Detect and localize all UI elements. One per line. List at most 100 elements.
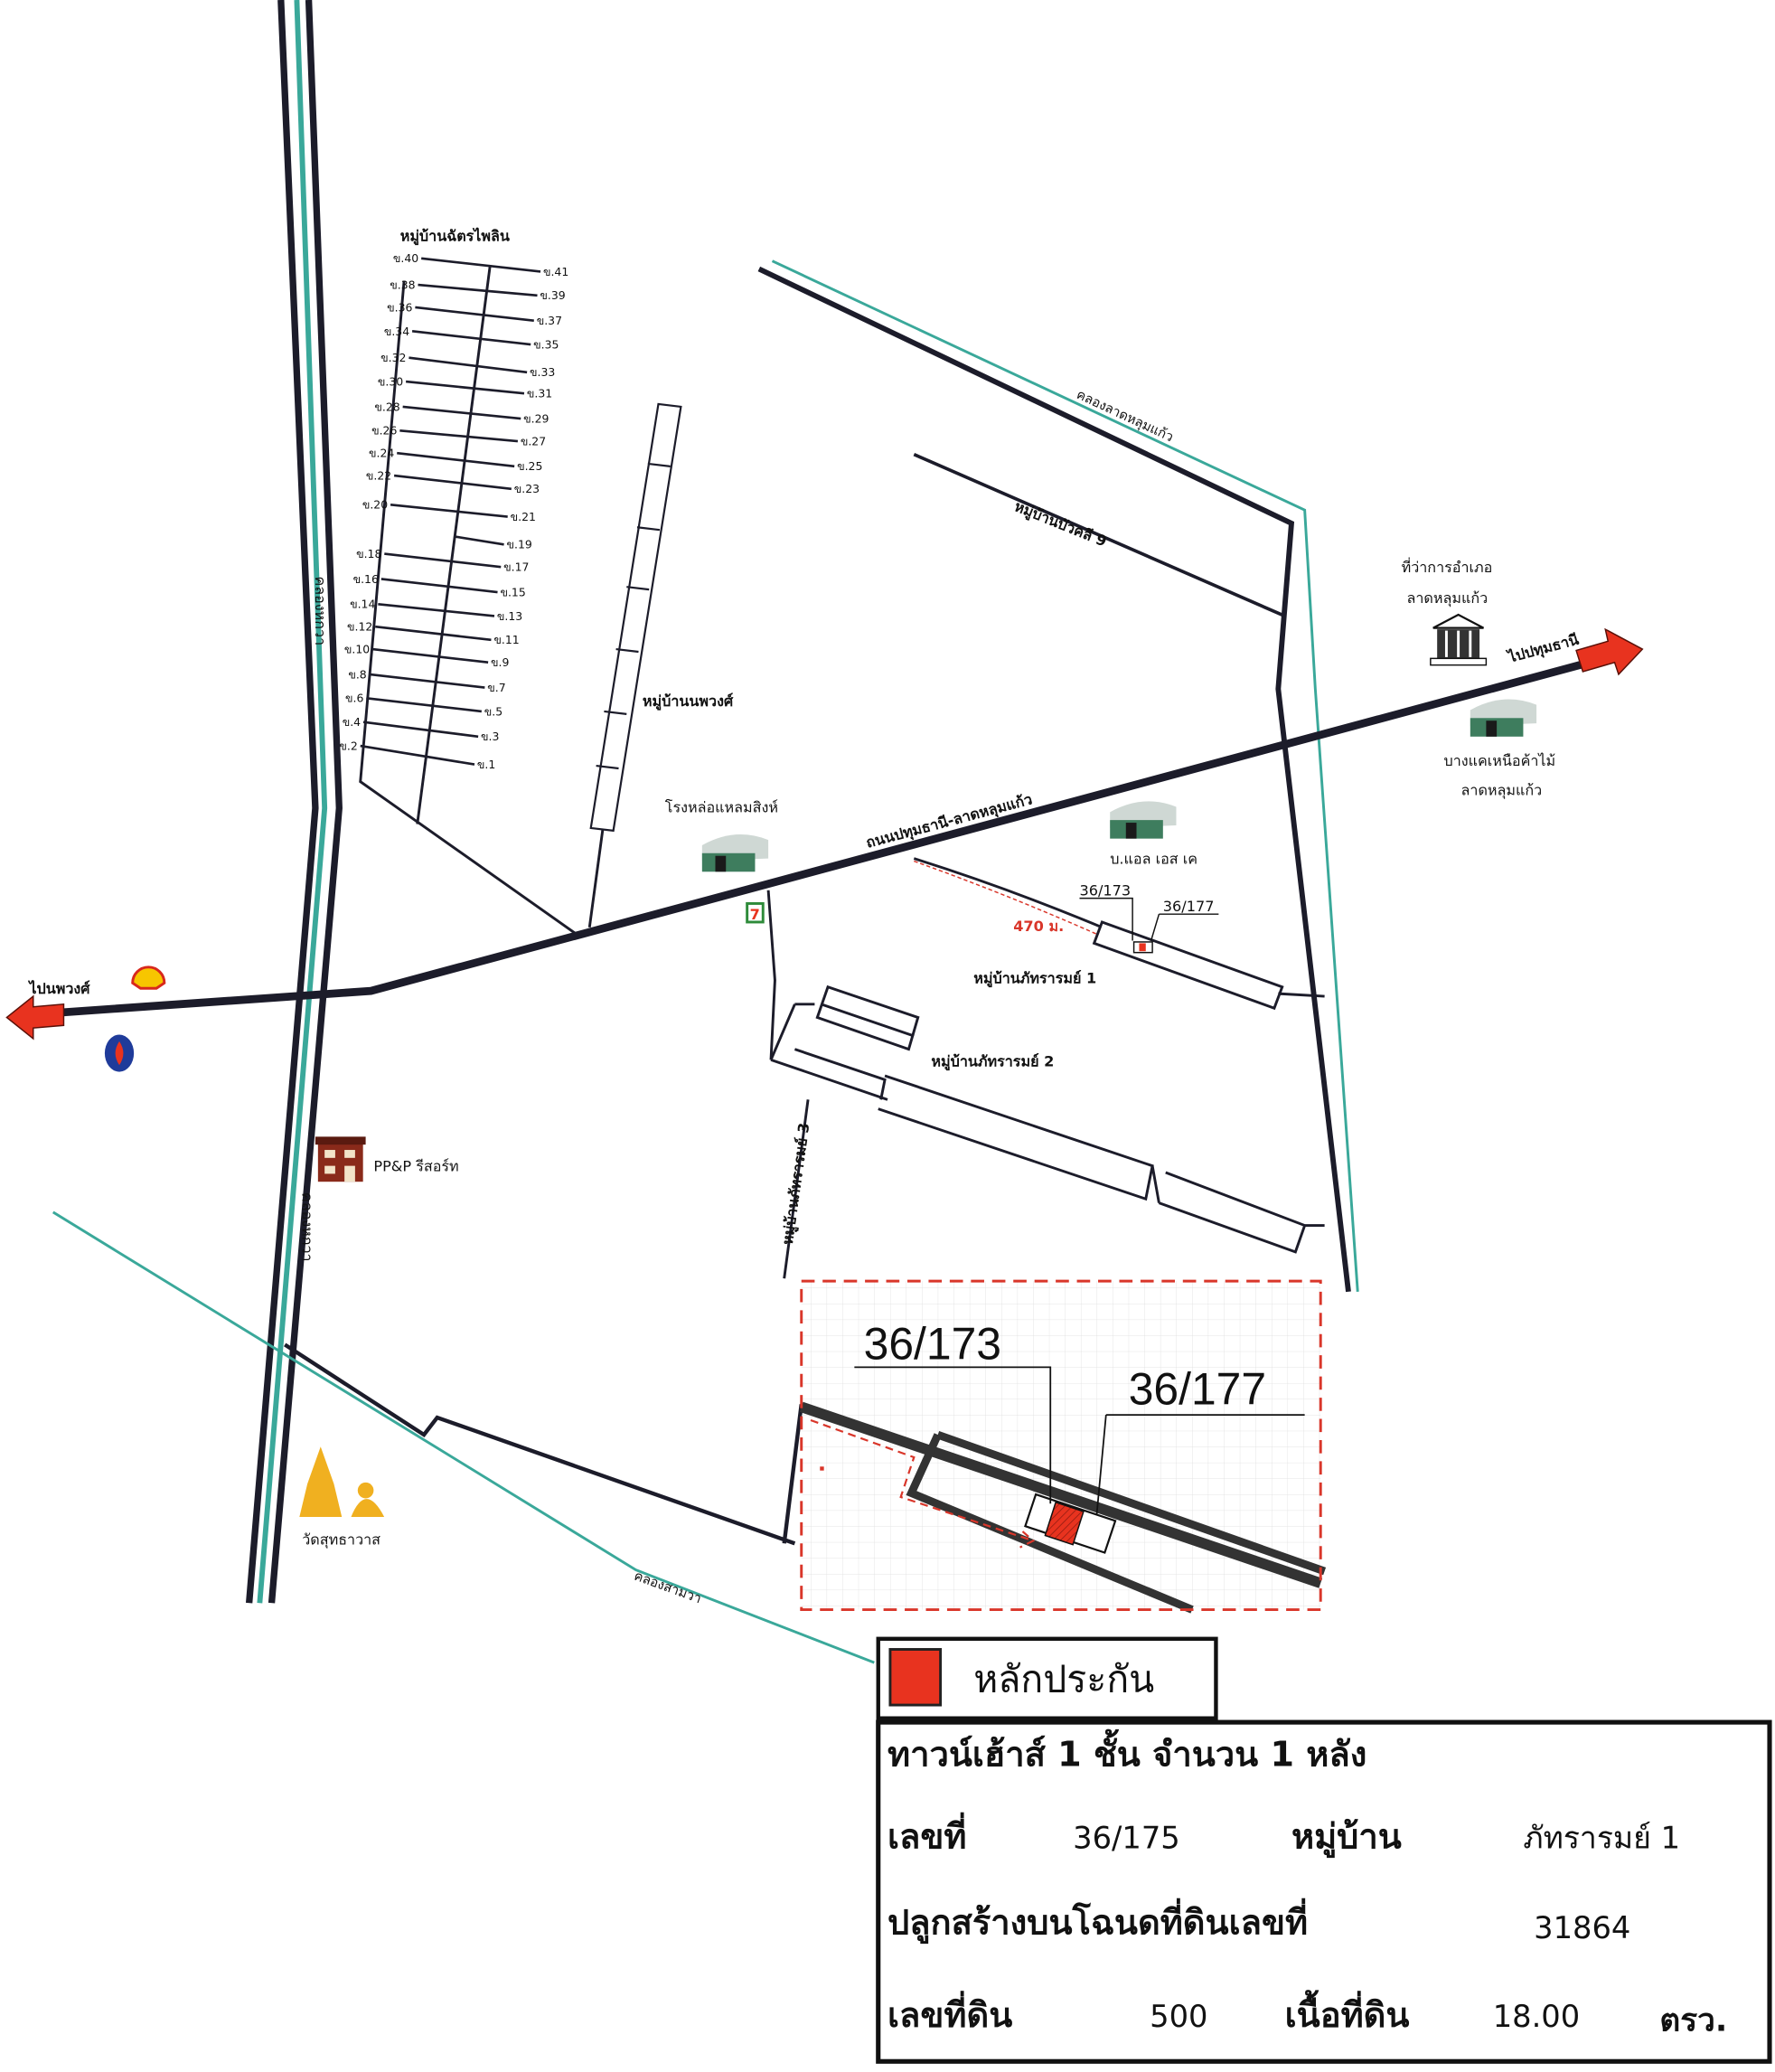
inset-collateral-marker <box>1044 1501 1085 1546</box>
house-a-label: 36/173 <box>1079 882 1131 899</box>
canal-ladlumkaeo <box>771 259 1359 1292</box>
soi-road <box>362 720 479 739</box>
inset-dot <box>820 1466 824 1471</box>
soi-road <box>397 451 515 468</box>
ptt-station-icon <box>104 1034 135 1072</box>
seven-eleven-icon: 7 <box>746 901 765 924</box>
canal-ladlumkaeo-label: คลองลาดหลุมแก้ว <box>1074 387 1176 446</box>
legend-collateral-label: หลักประกัน <box>973 1657 1154 1700</box>
timber-label-2: ลาดหลุมแก้ว <box>1461 781 1543 799</box>
soi-label-right: ข.15 <box>500 585 525 598</box>
soi-label-right: ข.27 <box>521 434 546 447</box>
soi-label-left: ข.2 <box>339 739 357 752</box>
soi-label-right: ข.41 <box>543 265 568 278</box>
soi-label-right: ข.21 <box>511 510 536 523</box>
road-pattararom3 <box>766 890 810 1279</box>
svg-text:7: 7 <box>750 906 760 923</box>
government-building-icon <box>1430 613 1488 666</box>
foundry-label: โรงหล่อแหลมสิงห์ <box>665 798 778 815</box>
village-label: หมู่บ้าน <box>1291 1816 1402 1858</box>
road-bottom-left <box>284 1342 803 1546</box>
arrow-to-pathum-icon <box>1575 627 1644 676</box>
distance-label: 470 ม. <box>1013 918 1064 935</box>
land-no-value: 500 <box>1150 1999 1207 2034</box>
area-label: เนื้อที่ดิน <box>1285 1990 1410 2035</box>
soi-label-left: ข.30 <box>378 374 403 388</box>
road-right <box>757 266 1351 1293</box>
soi-label-left: ข.26 <box>371 424 397 438</box>
soi-label-left: ข.10 <box>344 642 370 655</box>
soi-label-left: ข.8 <box>348 667 366 681</box>
soi-road <box>402 405 521 420</box>
area-value: 18.00 <box>1493 1999 1580 2034</box>
temple-label: วัดสุทธาวาส <box>302 1531 380 1549</box>
soi-label-left: ข.6 <box>345 692 363 705</box>
soi-label-left: ข.16 <box>353 572 379 586</box>
soi-road <box>390 504 508 518</box>
area-unit: ตรว. <box>1659 2002 1727 2039</box>
soi-label-right: ข.17 <box>503 560 529 574</box>
soi-label-right: ข.1 <box>477 758 495 771</box>
foundry-warehouse-icon <box>701 834 769 872</box>
temple-icon <box>299 1446 385 1517</box>
soi-label-right: ข.9 <box>491 655 509 669</box>
soi-road <box>405 380 525 395</box>
property-info-box: ทาวน์เฮ้าส์ 1 ชั้น จำนวน 1 หลัง เลขที่ 3… <box>876 1719 1772 2064</box>
soi-road <box>411 330 531 346</box>
canal-samwa-label: คลองสามวา <box>632 1568 703 1607</box>
soi-road <box>375 625 492 642</box>
soi-label-right: ข.3 <box>481 730 499 743</box>
soi-label-right: ข.35 <box>533 337 559 351</box>
soi-label-right: ข.19 <box>507 538 532 551</box>
soi-road <box>366 696 483 713</box>
soi-label-right: ข.33 <box>530 365 555 379</box>
house-a-leader <box>1079 897 1219 941</box>
lsk-label: บ.แอล เอส เค <box>1110 850 1197 867</box>
soi-label-right: ข.13 <box>497 609 522 623</box>
deed-value: 31864 <box>1534 1910 1630 1945</box>
soi-label-left: ข.24 <box>369 447 394 460</box>
soi-label-left: ข.14 <box>350 598 375 611</box>
soi-label-right: ข.11 <box>493 633 519 646</box>
soi-road <box>384 552 502 569</box>
noppawong-label: หมู่บ้านนพวงศ์ <box>643 692 734 711</box>
soi-label-right: ข.29 <box>523 411 549 425</box>
canal-road-left <box>245 0 319 1604</box>
soi-label-right: ข.37 <box>537 314 562 327</box>
property-type: ทาวน์เฮ้าส์ 1 ชั้น จำนวน 1 หลัง <box>888 1728 1366 1774</box>
timber-warehouse-icon <box>1470 699 1537 737</box>
soi-label-right: ข.39 <box>540 288 565 302</box>
noppawong-blocks <box>589 402 682 833</box>
soi-road <box>369 673 485 689</box>
soi-road <box>455 535 504 546</box>
road-to-pattararom1 <box>913 857 1103 929</box>
soi-road <box>399 429 519 443</box>
chatpailin-spine-mid <box>416 264 492 824</box>
soi-label-left: ข.28 <box>374 400 399 413</box>
house-no-label: เลขที่ <box>888 1812 967 1856</box>
vertical-canal-roads <box>245 0 343 1604</box>
collateral-swatch <box>888 1648 943 1707</box>
canal-road-right <box>268 0 343 1604</box>
noppawong-access-road <box>587 829 605 928</box>
canal-vertical <box>257 0 328 1604</box>
soi-road <box>380 578 498 594</box>
district-office-label-1: ที่ว่าการอำเภอ <box>1402 557 1493 576</box>
timber-label-1: บางแคเหนือค้าไม้ <box>1443 752 1555 769</box>
village-value: ภัทรารมย์ 1 <box>1523 1820 1680 1855</box>
chatpailin-spine-left <box>359 280 578 936</box>
soi-label-left: ข.34 <box>384 325 409 338</box>
soi-label-left: ข.4 <box>343 715 361 729</box>
village-chatpailin: หมู่บ้านฉัตรไพลิน ข.40ข.38ข.36ข.34ข.32ข.… <box>339 228 578 936</box>
collateral-marker-small <box>1139 943 1146 952</box>
arrow-to-noppawong-icon <box>5 994 65 1041</box>
shell-station-icon <box>131 965 166 990</box>
soi-label-right: ข.5 <box>484 704 502 718</box>
inset-road <box>799 1401 1323 1588</box>
soi-label-left: ข.32 <box>380 351 406 364</box>
pattararom1-label: หมู่บ้านภัทรารมย์ 1 <box>973 969 1096 988</box>
canal-samwa <box>52 1210 875 1664</box>
legend: หลักประกัน <box>876 1636 1218 1720</box>
soi-label-left: ข.12 <box>347 620 372 634</box>
soi-road <box>378 602 495 617</box>
